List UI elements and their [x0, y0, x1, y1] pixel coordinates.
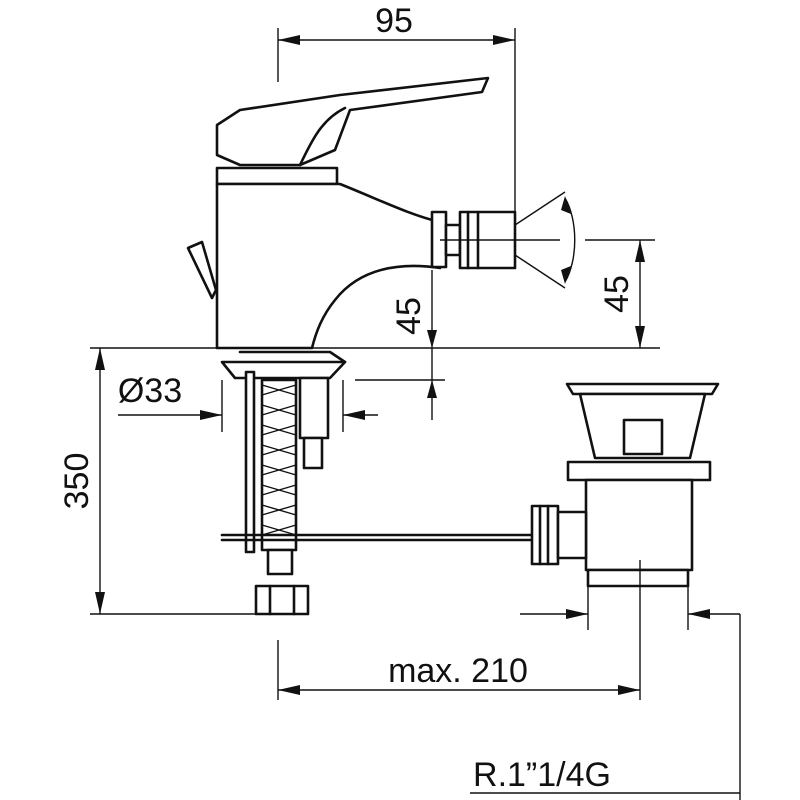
dimension-label-95: 95: [375, 2, 413, 40]
threaded-shank: [298, 376, 330, 440]
dimension-width-top: 95: [277, 2, 516, 230]
body-main: [215, 182, 442, 350]
flexible-hose: [260, 378, 298, 552]
dimension-outlet-angle: 45: [440, 191, 660, 349]
dimension-label-spout-angle: 45: [390, 297, 428, 335]
dimension-label-diameter: Ø33: [118, 372, 182, 410]
cartridge-cap: [215, 166, 339, 186]
fixing-nut: [220, 360, 347, 380]
dimension-thread: R.1”1/4G: [470, 586, 741, 800]
popup-rod: [244, 370, 256, 554]
waste-plug-cap: [565, 382, 720, 396]
dimension-label-outlet-angle: 45: [598, 275, 636, 313]
mounting-fittings: [220, 350, 542, 616]
dimension-label-max-reach: max. 210: [388, 652, 528, 690]
popup-rod-knob: [186, 240, 218, 300]
dimension-height: 350: [58, 348, 256, 615]
dimension-label-thread: R.1”1/4G: [473, 756, 611, 794]
hose-nut: [254, 584, 310, 616]
waste-body: [584, 478, 694, 572]
mixer-body: [186, 76, 517, 350]
dimension-label-height: 350: [58, 453, 96, 510]
dimension-max-reach: max. 210: [277, 560, 641, 700]
hose-braid: [261, 384, 297, 536]
waste-rod-connector: [530, 504, 560, 566]
dimension-spout-angle: 45: [355, 270, 445, 420]
popup-waste: [530, 382, 720, 588]
dimension-diameter: Ø33: [118, 372, 378, 432]
lever-handle: [215, 76, 490, 167]
waste-window: [622, 418, 664, 456]
